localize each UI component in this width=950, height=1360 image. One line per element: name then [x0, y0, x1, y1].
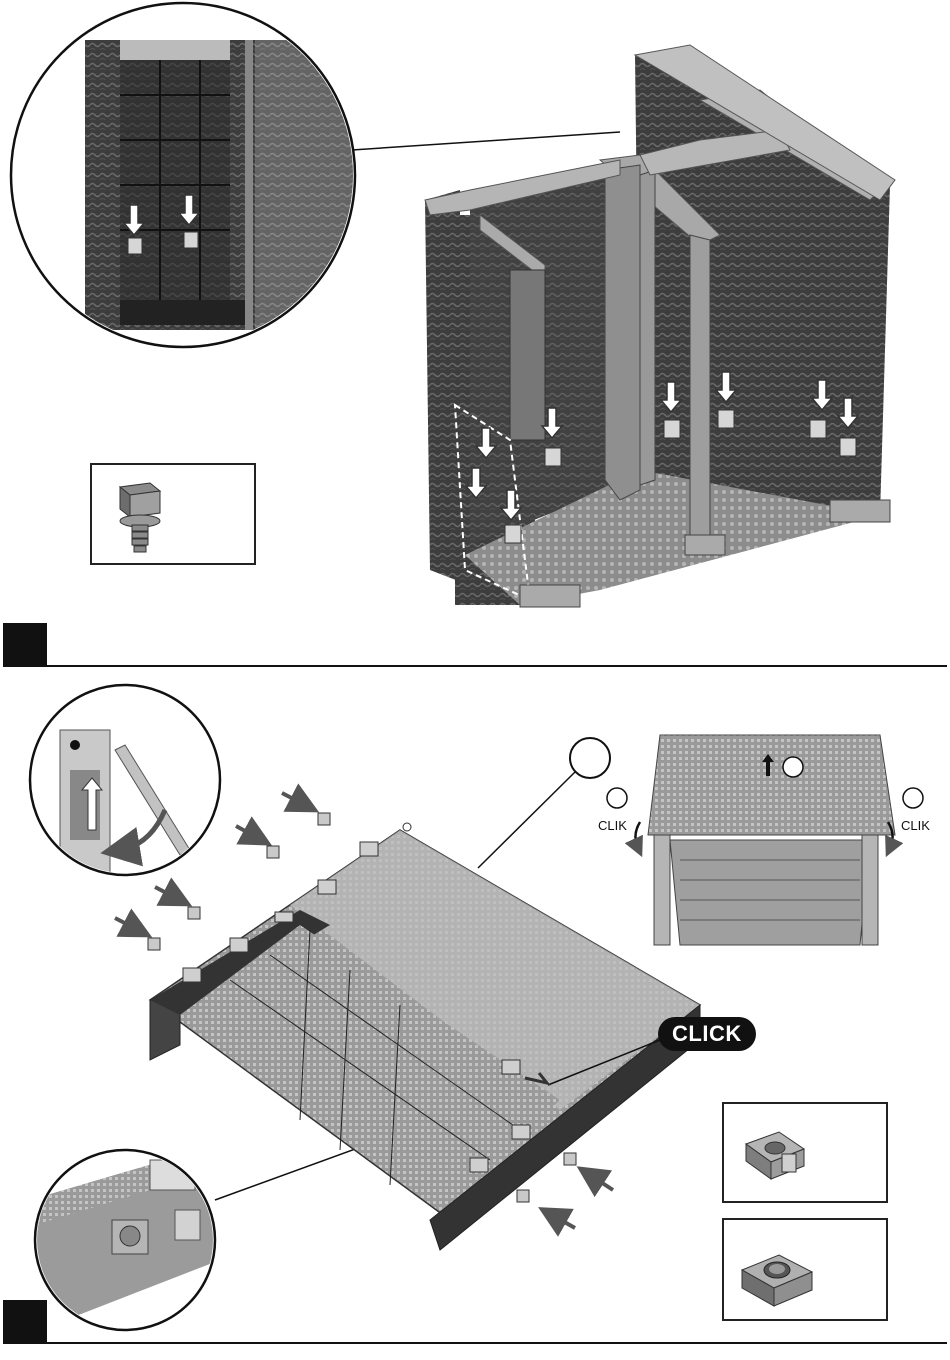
detail-zoom-circle-top [11, 3, 365, 347]
leader-line-panel [478, 772, 575, 868]
lid-illustration [607, 735, 923, 945]
step-divider-2 [3, 1342, 947, 1344]
callout-circle [570, 738, 610, 778]
step-divider-1 [3, 665, 947, 667]
step-badge-1 [3, 623, 47, 667]
floor-panel-illustration [150, 823, 700, 1250]
click-label: CLICK [658, 1017, 756, 1051]
screw-icon [92, 465, 258, 567]
part-box-screw [90, 463, 256, 565]
clik-label-left: CLIK [598, 818, 627, 833]
clip-nut-icon [724, 1104, 890, 1205]
clik-label-right: CLIK [901, 818, 930, 833]
cabinet-illustration [425, 45, 895, 607]
square-nut-icon [724, 1220, 890, 1323]
step-badge-2 [3, 1300, 47, 1344]
part-box-square-nut [722, 1218, 888, 1321]
leader-line-top [352, 132, 620, 150]
arrow-left-icon [552, 1175, 613, 1228]
detail-zoom-circle-hinge [30, 685, 220, 880]
detail-zoom-circle-clip [30, 1150, 220, 1330]
part-box-clip-nut [722, 1102, 888, 1203]
